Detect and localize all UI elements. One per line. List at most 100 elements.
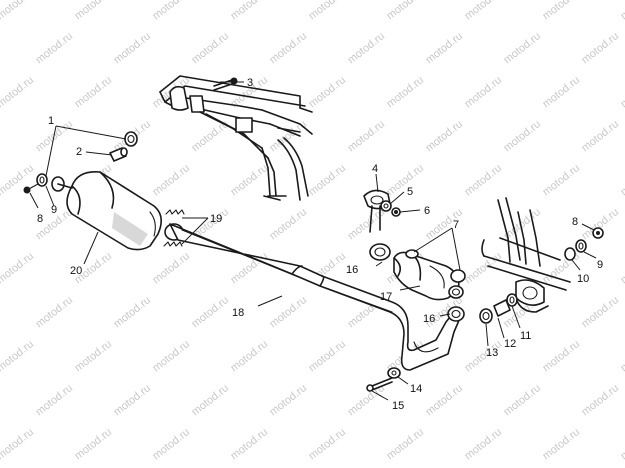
callout-7: 7 [453,219,459,231]
watermark-text: motod.ru [618,426,625,462]
watermark-text: motod.ru [72,338,114,374]
watermark-text: motod.ru [150,0,192,22]
watermark-text: motod.ru [228,162,270,198]
watermark-text: motod.ru [384,74,426,110]
callout-9-left: 9 [51,204,57,216]
watermark-text: motod.ru [228,0,270,22]
grommet-1-upper [124,131,138,147]
watermark-text: motod.ru [72,74,114,110]
watermark-text: motod.ru [0,338,36,374]
watermark-text: motod.ru [462,426,504,462]
watermark-text: motod.ru [72,426,114,462]
spacer-2 [109,147,128,162]
watermark-text: motod.ru [618,0,625,22]
callout-labels: 1 2 3 4 5 6 7 8 8 9 9 10 11 12 13 14 15 … [37,77,603,412]
head-pipe-18 [164,223,465,371]
pipe-17 [393,249,466,301]
callout-10: 10 [577,273,589,285]
watermark-text: motod.ru [33,382,75,418]
watermark-text: motod.ru [540,426,582,462]
watermark-text: motod.ru [150,162,192,198]
callout-8-left: 8 [37,213,43,225]
callout-16-right: 16 [423,313,435,325]
watermark-text: motod.ru [540,338,582,374]
watermark-text: motod.ru [345,118,387,154]
watermark-text: motod.ru [0,74,36,110]
watermark-text: motod.ru [579,118,621,154]
callout-19: 19 [210,213,222,225]
watermark-text: motod.ru [267,30,309,66]
callout-14: 14 [410,383,422,395]
watermark-text: motod.ru [111,382,153,418]
leader-lines [29,81,597,401]
watermark-text: motod.ru [384,426,426,462]
watermark-text: motod.ru [228,426,270,462]
watermark-text: motod.ru [189,30,231,66]
watermark-text: motod.ru [345,206,387,242]
callout-11: 11 [520,330,531,342]
watermark-text: motod.ru [423,382,465,418]
watermark-text: motod.ru [345,30,387,66]
watermark-text: motod.ru [72,0,114,22]
watermark-text: motod.ru [423,30,465,66]
callout-12: 12 [504,338,516,350]
watermark-text: motod.ru [501,30,543,66]
watermark-text: motod.ru [618,162,625,198]
watermark-text: motod.ru [462,162,504,198]
watermark-text: motod.ru [501,118,543,154]
springs-19 [163,209,185,247]
watermark-text: motod.ru [150,250,192,286]
watermark-text: motod.ru [0,0,36,22]
watermark-text: motod.ru [384,162,426,198]
callout-2: 2 [76,146,82,158]
watermark-text: motod.ru [33,30,75,66]
watermark-text: motod.ru [189,294,231,330]
mount-4-assembly [363,189,401,233]
watermark-text: motod.ru [579,382,621,418]
callout-17: 17 [380,291,392,303]
watermark-text: motod.ru [306,426,348,462]
muffler-20 [23,170,162,251]
watermark-text: motod.ru [150,426,192,462]
bolt-15-and-washer-14 [366,367,401,392]
watermark-text: motod.ru [33,294,75,330]
watermark-text: motod.ru [0,426,36,462]
watermark-text: motod.ru [306,162,348,198]
callout-18: 18 [232,307,244,319]
watermark-text: motod.ru [306,0,348,22]
callout-13: 13 [486,347,498,359]
watermark-text: motod.ru [462,74,504,110]
watermark-text: motod.ru [228,338,270,374]
callout-3: 3 [247,77,253,89]
callout-6: 6 [424,205,430,217]
callout-20: 20 [70,265,82,277]
callout-8-right: 8 [572,216,578,228]
watermark-text: motod.ru [306,338,348,374]
frame-upper-left [159,75,313,201]
callout-4: 4 [372,163,378,175]
frame-right [481,197,571,313]
watermark-text: motod.ru [189,382,231,418]
callout-16-left: 16 [346,264,358,276]
watermark-text: motod.ru [579,30,621,66]
grommet-16-left [369,243,391,261]
watermark-text: motod.ru [0,162,36,198]
watermark-text: motod.ru [618,74,625,110]
watermark-text: motod.ru [111,294,153,330]
watermark-text: motod.ru [501,382,543,418]
watermark-text: motod.ru [462,0,504,22]
watermark-text: motod.ru [618,338,625,374]
watermark-text: motod.ru [540,0,582,22]
callout-1: 1 [48,115,54,127]
watermark-text: motod.ru [384,0,426,22]
watermark-text: motod.ru [150,338,192,374]
watermark-text: motod.ru [267,382,309,418]
callout-5: 5 [407,186,413,198]
watermark-text: motod.ru [267,206,309,242]
watermark-text: motod.ru [267,118,309,154]
callout-9-right: 9 [597,259,603,271]
callout-15: 15 [392,400,404,412]
watermark-text: motod.ru [540,74,582,110]
